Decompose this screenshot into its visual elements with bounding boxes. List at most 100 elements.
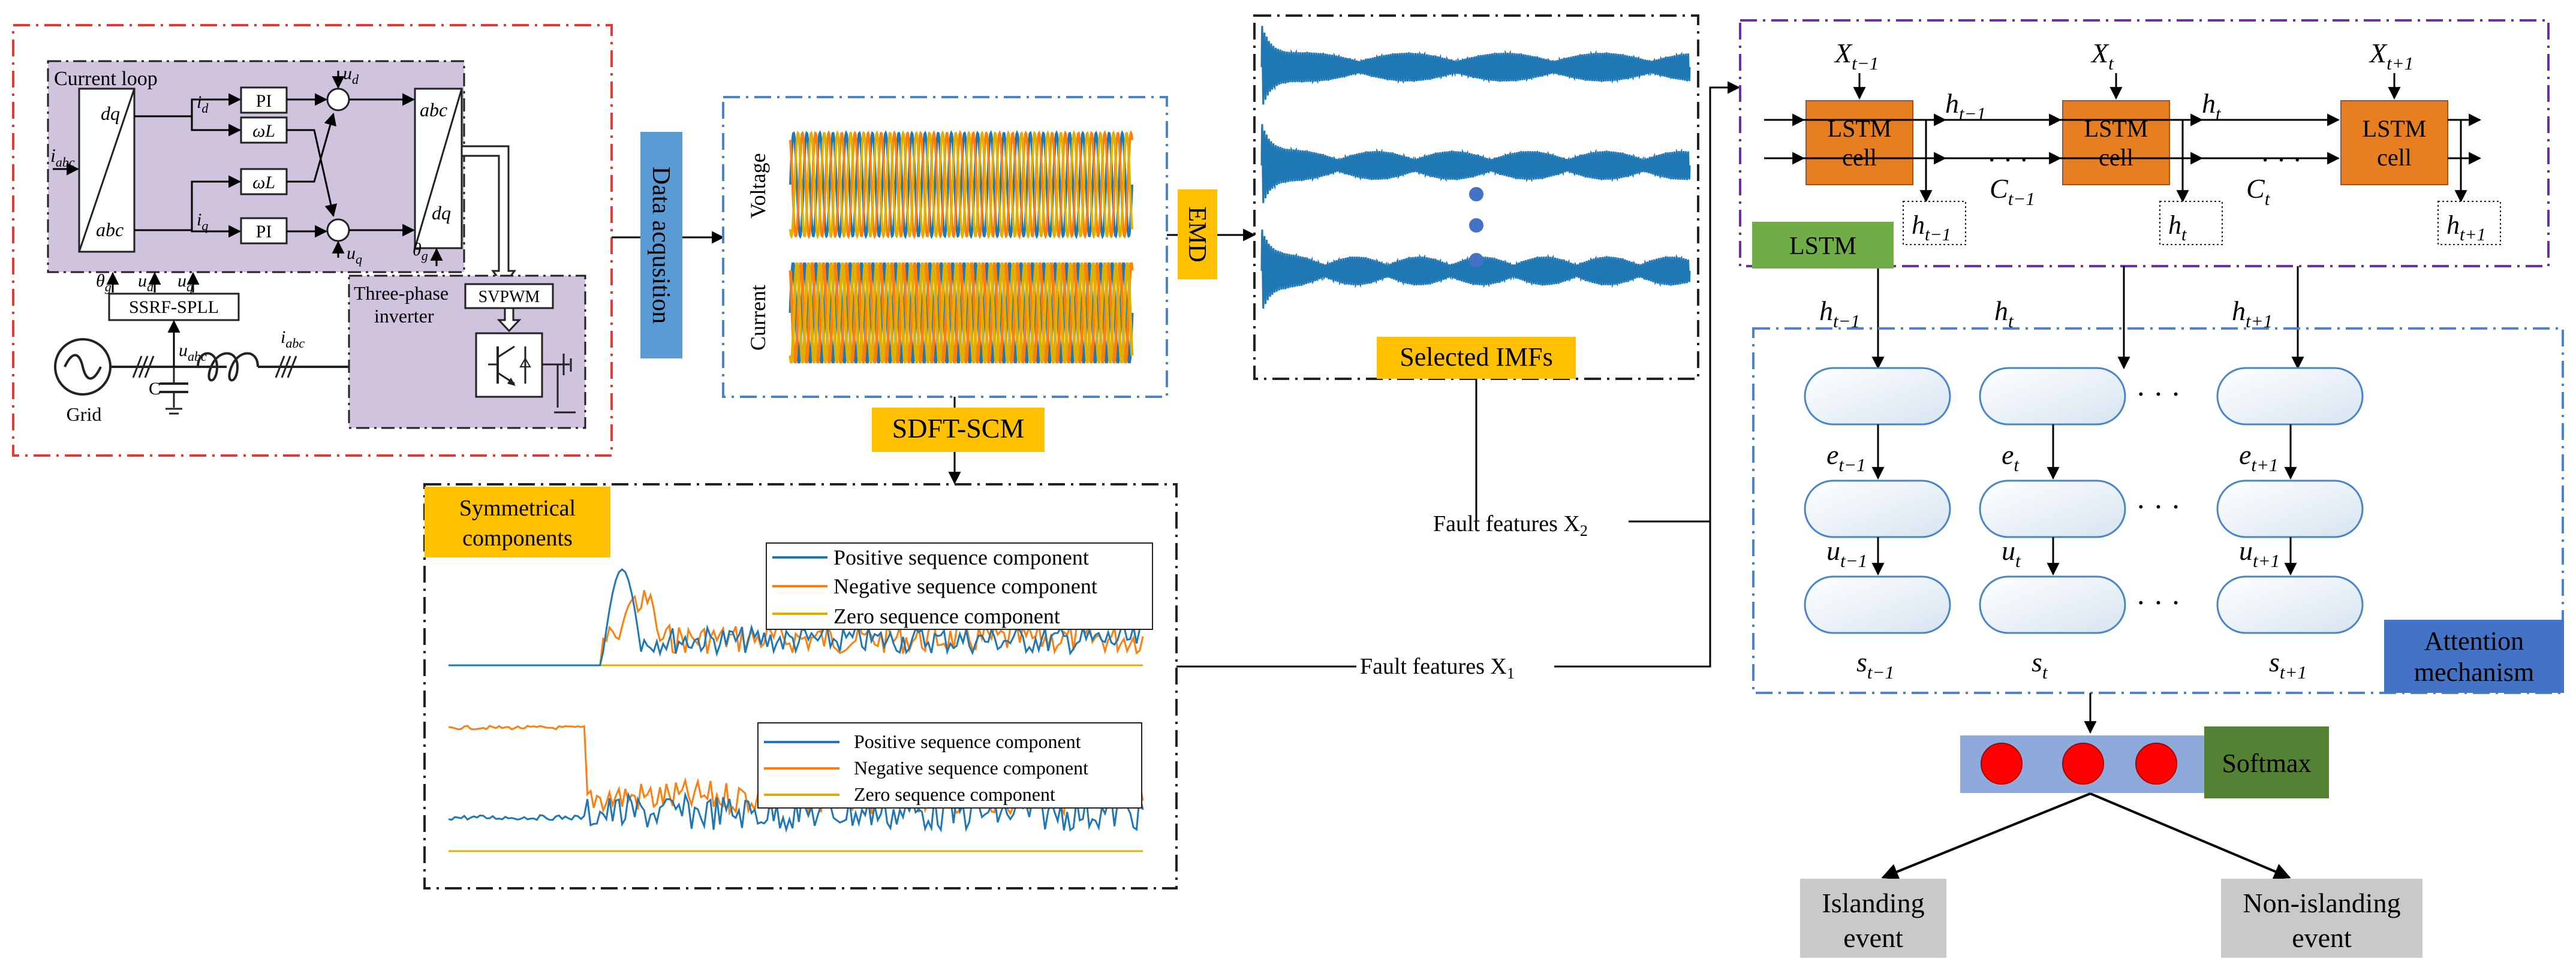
symmetrical-label-1: Symmetrical (459, 496, 576, 521)
voltage-waveform (789, 130, 1133, 239)
attention-ellipsis: · · · (2136, 490, 2181, 523)
phase-trace (789, 262, 1134, 364)
omega-l-label-2: ωL (252, 173, 275, 192)
attention-u-label: ut (2002, 535, 2021, 571)
lstm-tag-label: LSTM (1789, 233, 1856, 260)
attention-label-1: Attention (2424, 626, 2524, 656)
lstm-output-box (2159, 201, 2223, 245)
grid-label: Grid (67, 403, 102, 425)
pi-label-q: PI (256, 222, 272, 242)
attention-e-label: et+1 (2239, 439, 2278, 475)
ssrf-spll-box (108, 292, 240, 321)
u-abc-label: uabc (179, 340, 207, 364)
softmax-tag (2204, 726, 2329, 798)
imf-ellipsis-dot-1 (1469, 187, 1483, 201)
imf-trace (1260, 26, 1691, 105)
attention-node (1804, 367, 1951, 426)
softmax-label: Softmax (2222, 749, 2311, 778)
sdft-scm-tag (872, 408, 1045, 452)
lstm-cell (1805, 100, 1913, 185)
igbt-switch-box (475, 332, 543, 398)
emd-box (1178, 189, 1217, 279)
lstm-cell-label: LSTM (2363, 115, 2427, 142)
lstm-frame (1739, 19, 2550, 267)
fault-features-x2: Fault features X2 (1433, 511, 1588, 539)
dq-label-in: dq (101, 102, 120, 124)
pi-box-d (240, 86, 288, 114)
inductor-coil (197, 352, 259, 382)
i-d-label: id (197, 92, 209, 116)
abc-label-out: abc (420, 99, 447, 120)
islanding-event-box (1800, 879, 1946, 958)
u-d-label: ud (343, 64, 359, 87)
softmax-neuron-1 (1981, 743, 2023, 785)
lstm-h-label: ht (2202, 88, 2222, 124)
waveform-frame (722, 96, 1168, 398)
lstm-input-label: Xt−1 (1834, 38, 1879, 74)
imf-trace (1260, 229, 1691, 309)
u-q-label: uq (347, 243, 362, 267)
attention-tag (2384, 620, 2564, 693)
attention-node (1804, 480, 1951, 538)
abc-label-in: abc (96, 219, 124, 240)
symmetrical-components-frame (423, 483, 1178, 889)
attention-grid: ht−1et−1ut−1st−1htetutstht+1et+1ut+1st+1… (1804, 295, 2364, 683)
lstm-cell (2340, 100, 2448, 185)
lstm-output-box (1903, 201, 1966, 245)
lstm-input-label: Xt+1 (2369, 38, 2414, 74)
islanding-label-2: event (1843, 922, 1903, 953)
current-label: Current (746, 285, 770, 351)
phase-trace (789, 262, 1134, 364)
i-abc-out-label: iabc (281, 327, 305, 351)
lstm-c-label: Ct−1 (1990, 173, 2035, 209)
sequence-plot-top (449, 568, 1144, 667)
data-acquisition-box (640, 132, 682, 358)
lstm-cell-label: cell (2377, 144, 2412, 171)
inverter-label: inverter (374, 305, 434, 327)
legend-bottom-negative: Negative sequence component (854, 757, 1088, 779)
modulation-signal-arrow (461, 145, 516, 287)
svpwm-label: SVPWM (479, 288, 540, 306)
legend-top-positive: Positive sequence component (833, 545, 1089, 569)
theta-g-left-label: θg (96, 271, 112, 294)
imf-waveforms (1260, 26, 1691, 309)
i-q-label: iq (197, 210, 208, 233)
legend-top (766, 542, 1153, 630)
three-phase-label: Three-phase (354, 282, 449, 304)
attention-node (2216, 367, 2364, 426)
attention-s-label: st+1 (2269, 647, 2307, 683)
capacitor-label: C (149, 379, 161, 399)
u-d-spll-label: ud (138, 271, 154, 294)
attention-node (1979, 367, 2126, 426)
lstm-output-label: ht−1 (1912, 210, 1951, 245)
data-acquisition-label: Data acqusition (647, 167, 675, 324)
attention-node (2216, 480, 2364, 538)
sdft-scm-label: SDFT-SCM (892, 413, 1025, 444)
non-islanding-label-2: event (2292, 922, 2352, 953)
attention-node (2216, 575, 2364, 634)
imf-trace (1260, 124, 1691, 203)
lstm-c-label: Ct (2246, 173, 2271, 209)
lstm-output-box (2437, 201, 2501, 245)
inverter-control-frame (12, 24, 613, 457)
phase-trace (789, 130, 1133, 239)
symmetrical-label-2: components (462, 526, 573, 551)
lstm-input-label: Xt (2090, 38, 2114, 74)
islanding-label-1: Islanding (1822, 888, 1924, 918)
pi-label-d: PI (256, 91, 272, 111)
sum-node-d (326, 88, 350, 111)
imf-ellipsis-dot-2 (1469, 218, 1483, 233)
attention-h-label: ht−1 (1819, 295, 1860, 331)
attention-u-label: ut−1 (1826, 535, 1867, 571)
lstm-tag (1752, 222, 1894, 269)
attention-frame (1752, 327, 2564, 694)
emd-label: EMD (1183, 206, 1211, 262)
symmetrical-components-tag (425, 487, 610, 557)
attention-s-label: st−1 (1856, 647, 1894, 683)
sum-node-q (326, 218, 350, 242)
non-islanding-event-box (2221, 879, 2422, 958)
voltage-label: Voltage (746, 153, 770, 218)
lstm-output-label: ht (2168, 210, 2187, 245)
lstm-h-label: ht−1 (1945, 88, 1986, 124)
